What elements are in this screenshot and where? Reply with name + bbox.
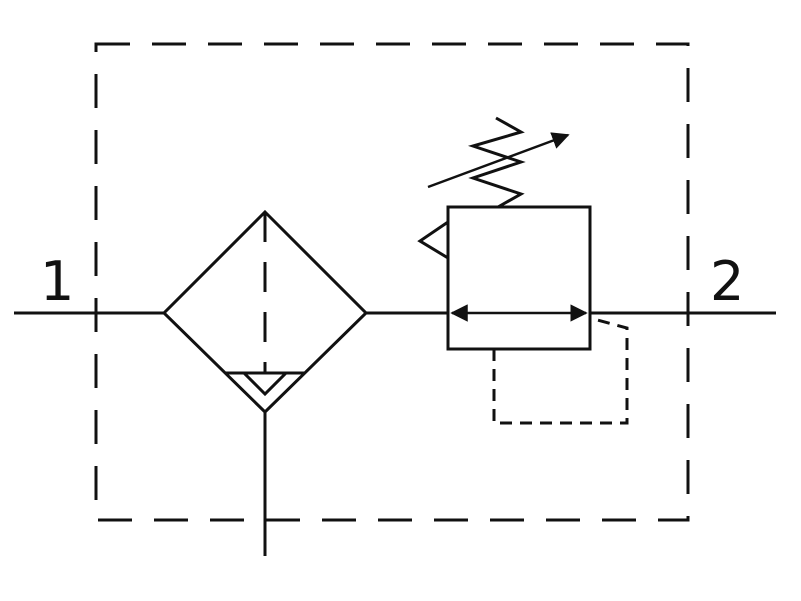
regulator-symbol bbox=[417, 116, 629, 425]
filter-symbol bbox=[161, 209, 369, 556]
regulator-spring-icon bbox=[467, 116, 526, 209]
adjustable-arrow-icon bbox=[427, 132, 570, 189]
regulator-pilot-triangle bbox=[417, 220, 449, 260]
assembly-enclosure bbox=[94, 42, 690, 522]
outlet-port-label: 2 bbox=[710, 250, 744, 313]
pilot-feedback-line bbox=[492, 316, 629, 425]
manual-drain-triangle bbox=[240, 371, 290, 397]
inlet-port-label: 1 bbox=[40, 250, 74, 313]
regulator-body bbox=[446, 205, 592, 351]
